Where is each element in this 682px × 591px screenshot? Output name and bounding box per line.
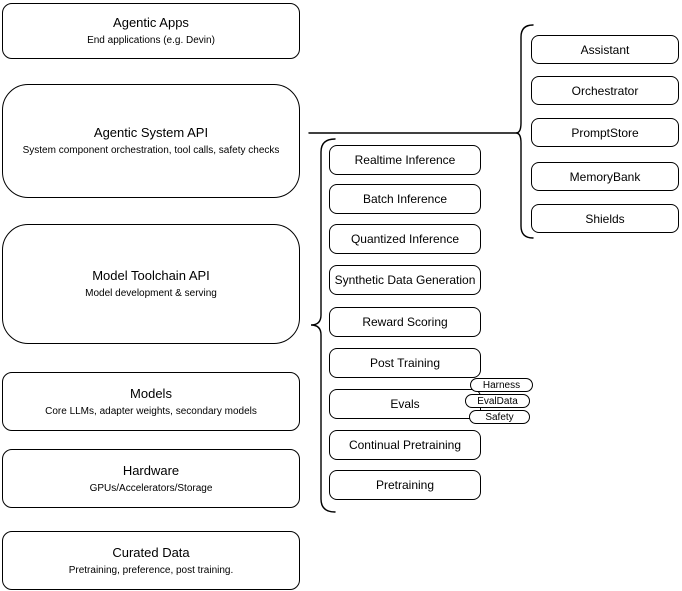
node-title: Model Toolchain API <box>92 268 210 283</box>
node-label: Quantized Inference <box>350 232 460 246</box>
node-orchestrator: Orchestrator <box>531 76 679 105</box>
node-models: Models Core LLMs, adapter weights, secon… <box>2 372 300 431</box>
tag-label: Harness <box>482 379 521 391</box>
tag-label: EvalData <box>477 395 518 407</box>
node-label: Post Training <box>369 356 441 370</box>
node-label: Orchestrator <box>571 83 639 98</box>
node-subtitle: GPUs/Accelerators/Storage <box>89 482 213 494</box>
node-subtitle: System component orchestration, tool cal… <box>22 145 280 156</box>
node-label: Synthetic Data Generation <box>334 273 476 287</box>
node-subtitle: End applications (e.g. Devin) <box>87 35 215 46</box>
node-label: MemoryBank <box>569 169 641 184</box>
node-subtitle: Model development & serving <box>85 288 217 299</box>
node-assistant: Assistant <box>531 35 679 64</box>
node-model-toolchain-api: Model Toolchain API Model development & … <box>2 224 300 344</box>
node-reward-scoring: Reward Scoring <box>329 307 481 337</box>
node-title: Agentic Apps <box>113 15 189 30</box>
node-synthetic-data-generation: Synthetic Data Generation <box>329 265 481 295</box>
node-pretraining: Pretraining <box>329 470 481 500</box>
node-memorybank: MemoryBank <box>531 162 679 191</box>
node-label: PromptStore <box>571 125 639 140</box>
node-title: Curated Data <box>112 544 190 560</box>
tag-evaldata: EvalData <box>465 394 530 408</box>
node-evals: Evals <box>329 389 481 419</box>
tag-harness: Harness <box>470 378 533 392</box>
node-realtime-inference: Realtime Inference <box>329 145 481 175</box>
node-label: Assistant <box>580 42 630 57</box>
node-label: Continual Pretraining <box>348 438 462 452</box>
node-quantized-inference: Quantized Inference <box>329 224 481 254</box>
node-continual-pretraining: Continual Pretraining <box>329 430 481 460</box>
node-subtitle: Pretraining, preference, post training. <box>68 564 234 576</box>
node-batch-inference: Batch Inference <box>329 184 481 214</box>
tag-safety: Safety <box>469 410 530 424</box>
node-post-training: Post Training <box>329 348 481 378</box>
node-title: Models <box>130 385 172 401</box>
node-label: Batch Inference <box>362 192 448 206</box>
node-subtitle: Core LLMs, adapter weights, secondary mo… <box>45 405 257 417</box>
node-title: Hardware <box>122 462 180 478</box>
node-label: Evals <box>390 397 420 411</box>
node-label: Reward Scoring <box>362 315 448 329</box>
node-hardware: Hardware GPUs/Accelerators/Storage <box>2 449 300 508</box>
node-promptstore: PromptStore <box>531 118 679 147</box>
node-agentic-system-api: Agentic System API System component orch… <box>2 84 300 198</box>
tag-label: Safety <box>485 411 514 423</box>
node-agentic-apps: Agentic Apps End applications (e.g. Devi… <box>2 3 300 59</box>
node-title: Agentic System API <box>93 125 209 140</box>
node-label: Pretraining <box>375 478 435 492</box>
toolchain-brace <box>310 138 336 513</box>
node-label: Realtime Inference <box>354 153 456 167</box>
node-curated-data: Curated Data Pretraining, preference, po… <box>2 531 300 590</box>
node-shields: Shields <box>531 204 679 233</box>
node-label: Shields <box>585 211 625 226</box>
